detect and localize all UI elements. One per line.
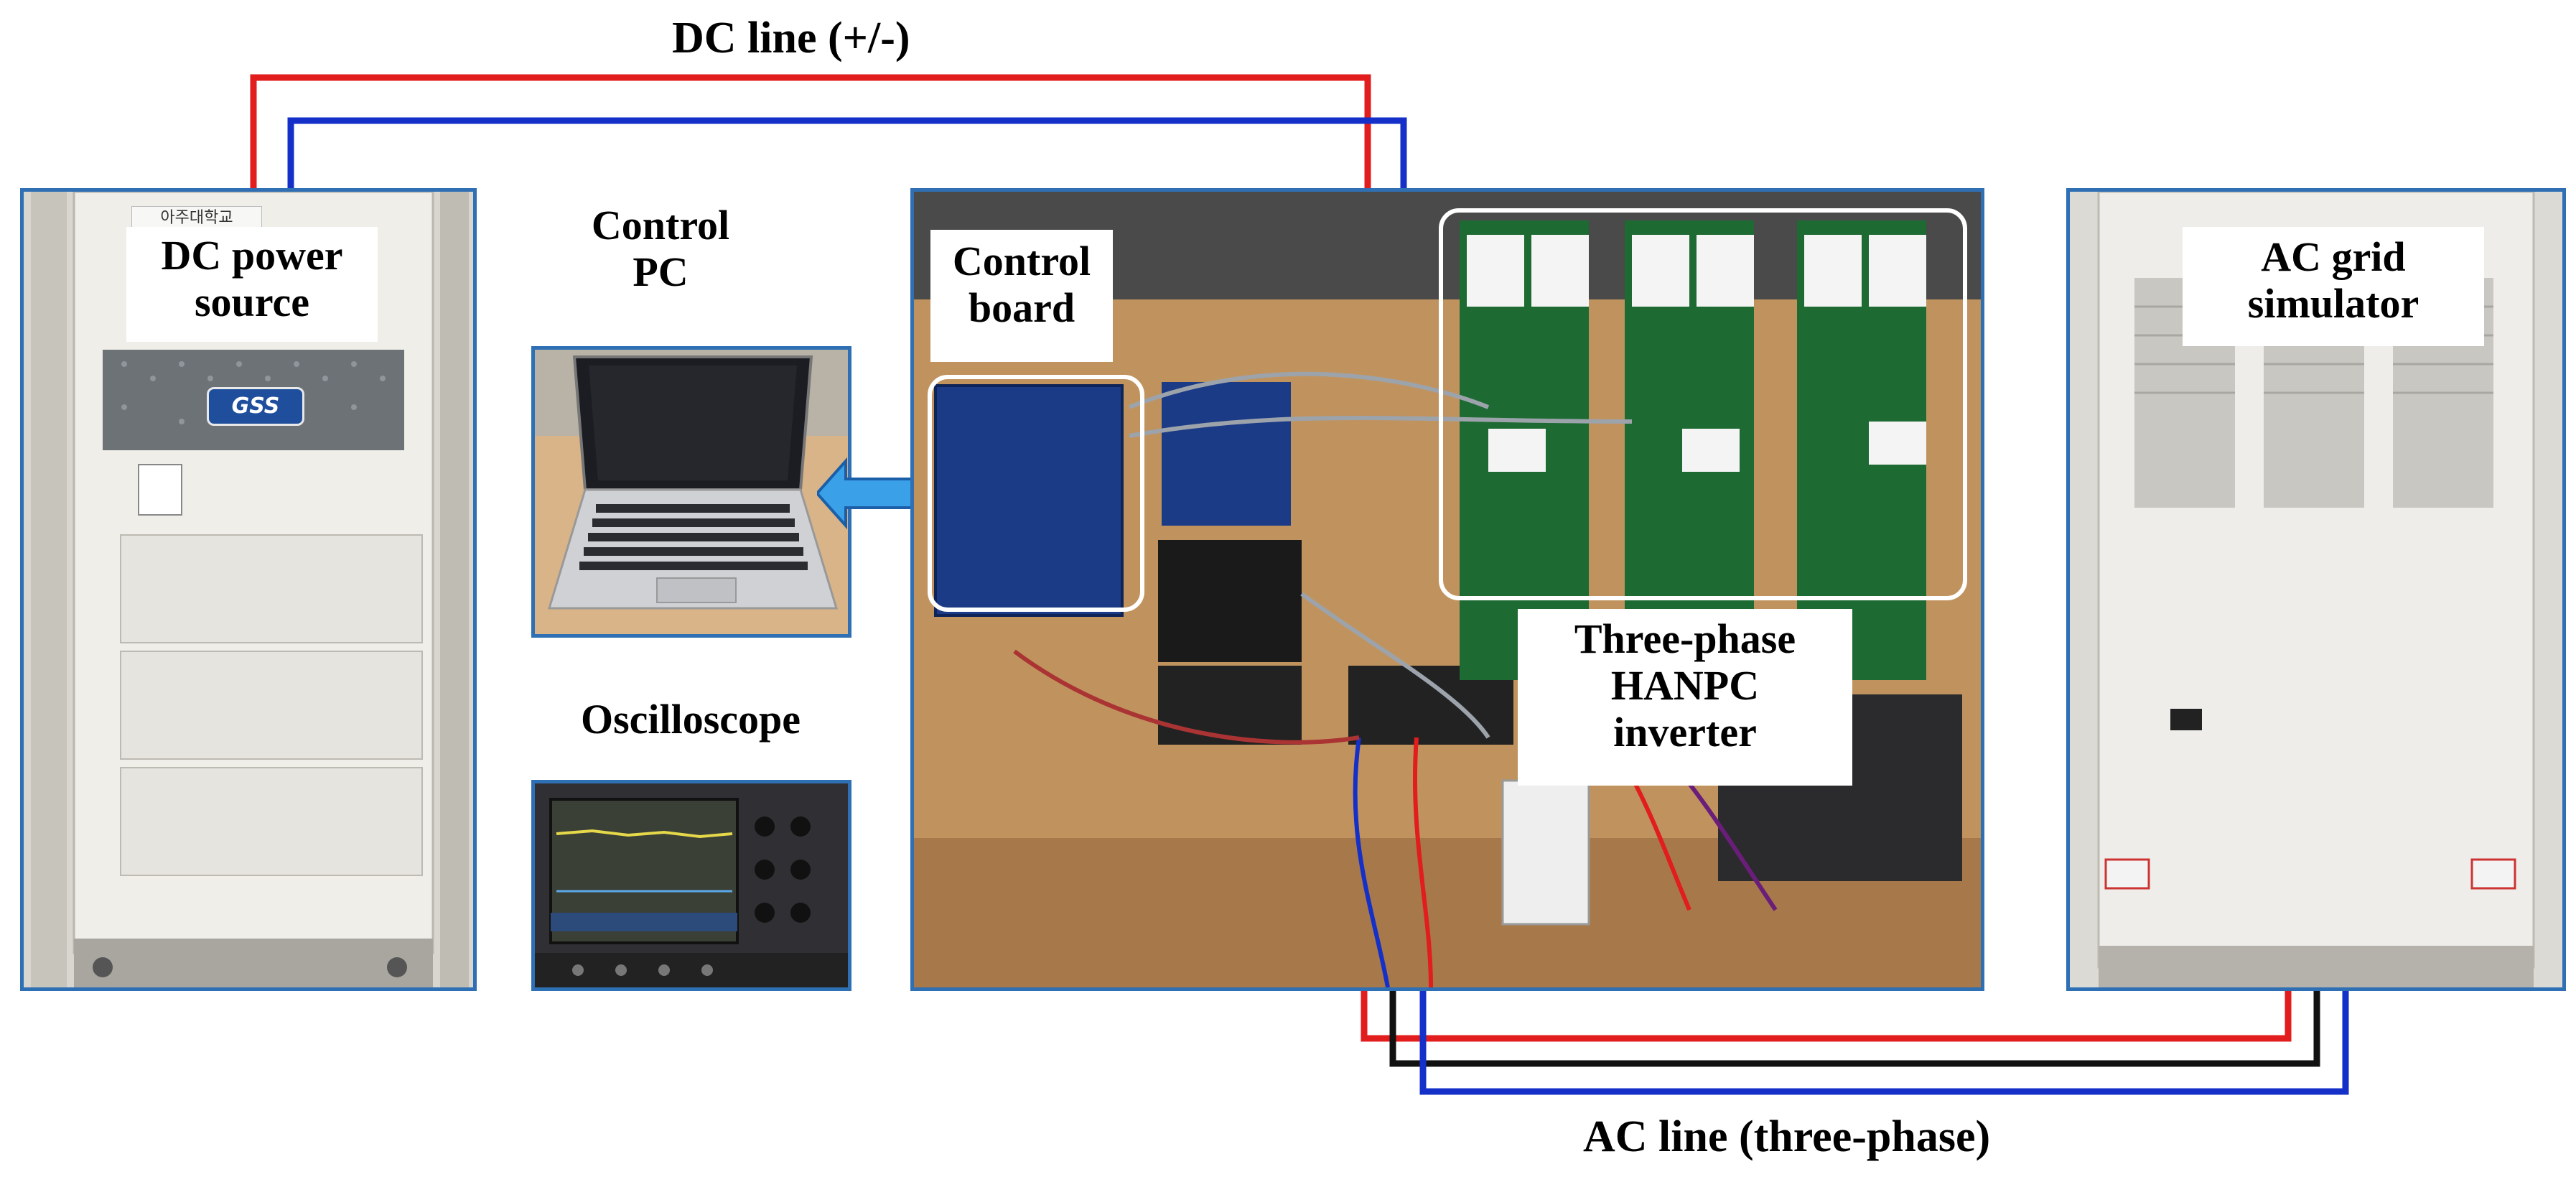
ac-line-label: AC line (three-phase) — [1583, 1112, 1991, 1161]
dc-power-source-label-line1: DC power — [161, 232, 343, 279]
ac-phase-b-wire — [1389, 990, 2320, 1067]
inverter-label-line2: HANPC — [1610, 661, 1760, 709]
laptop-drawing — [535, 350, 848, 634]
dc-positive-wire — [250, 74, 1371, 188]
control-board-label-line1: Control — [952, 238, 1091, 284]
oscilloscope-drawing — [535, 783, 848, 987]
inverter-label: Three-phase HANPC inverter — [1518, 609, 1852, 786]
ac-grid-simulator-label-line2: simulator — [2247, 279, 2419, 327]
oscilloscope-photo — [531, 780, 851, 991]
control-board-label-line2: board — [968, 284, 1075, 331]
control-board-highlight — [928, 375, 1144, 612]
ac-grid-simulator-label-line1: AC grid — [2261, 233, 2406, 280]
oscilloscope-label: Oscilloscope — [580, 696, 801, 743]
communication-arrow — [817, 457, 946, 530]
dc-power-source-label: DC power source — [126, 227, 378, 342]
inverter-highlight — [1439, 208, 1967, 600]
control-board-label: Control board — [930, 230, 1113, 362]
control-pc-label-line1: Control — [591, 202, 730, 248]
inverter-label-line3: inverter — [1613, 708, 1757, 755]
dc-power-source-label-line2: source — [194, 278, 309, 325]
ac-phase-c-wire — [1419, 990, 2349, 1095]
ac-grid-simulator-label: AC grid simulator — [2183, 227, 2484, 346]
ac-phase-a-wire — [1361, 990, 2292, 1042]
power-brand-badge: GSS — [207, 387, 304, 426]
dc-negative-wire — [287, 117, 1407, 188]
dc-line-label: DC line (+/-) — [672, 14, 910, 62]
inverter-label-line1: Three-phase — [1574, 615, 1796, 662]
control-pc-photo — [531, 346, 851, 638]
control-pc-label: Control PC — [578, 202, 743, 296]
control-pc-label-line2: PC — [633, 248, 689, 295]
